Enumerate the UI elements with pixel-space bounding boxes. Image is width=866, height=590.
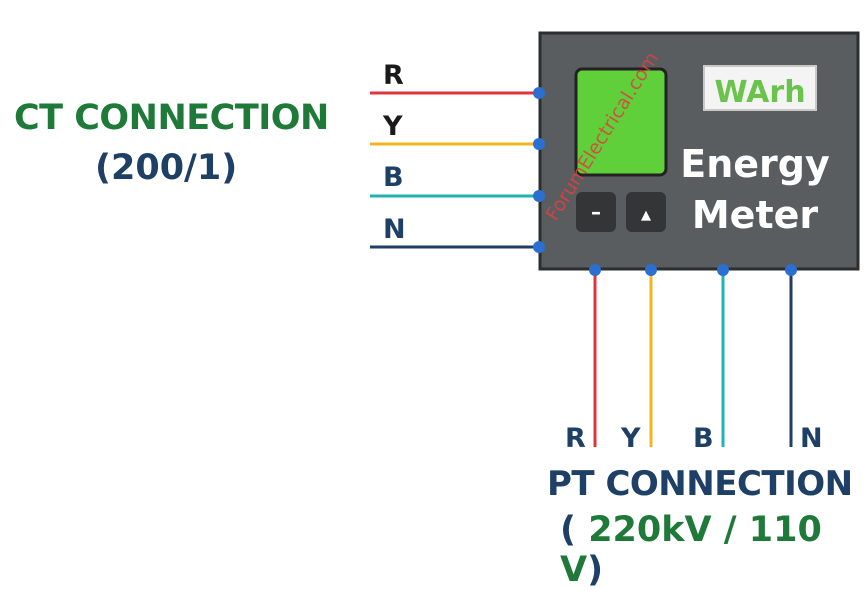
unit-label: WArh — [714, 75, 805, 110]
terminal-dot — [533, 87, 545, 99]
minus-button-label: – — [591, 200, 601, 224]
pt-terminals — [589, 264, 797, 276]
meter-name-line1: Energy — [680, 142, 830, 186]
ct-wires — [370, 91, 539, 249]
pt-label-y: Y — [620, 423, 641, 454]
terminal-dot — [589, 264, 601, 276]
ct-ratio: (200/1) — [95, 148, 238, 188]
terminal-dot — [717, 264, 729, 276]
pt-label-n: N — [800, 423, 823, 454]
pt-rating-line: ( 220kV / 110 V) — [560, 510, 866, 590]
up-button-label: ▲ — [641, 208, 651, 223]
minus-button[interactable] — [576, 192, 616, 232]
pt-connection-title: PT CONNECTION — [547, 464, 853, 504]
ct-terminals — [533, 87, 545, 253]
terminal-dot — [785, 264, 797, 276]
ct-label-r: R — [383, 60, 404, 91]
meter-display — [574, 67, 668, 177]
up-button[interactable] — [626, 192, 666, 232]
wiring-diagram: R Y B N R Y B N WArh Energy Meter – ▲ — [370, 31, 860, 454]
pt-wires — [593, 270, 793, 447]
meter-name-line2: Meter — [692, 193, 819, 237]
unit-label-box — [703, 65, 817, 111]
pt-open-paren: ( — [560, 510, 576, 550]
ct-label-y: Y — [382, 111, 403, 142]
pt-label-r: R — [565, 423, 586, 454]
energy-meter: WArh Energy Meter – ▲ — [538, 31, 860, 271]
pt-close-paren: ) — [587, 550, 604, 590]
terminal-dot — [645, 264, 657, 276]
ct-connection-title: CT CONNECTION — [14, 98, 329, 138]
terminal-dot — [533, 190, 545, 202]
pt-label-b: B — [693, 423, 714, 454]
ct-label-n: N — [383, 214, 406, 245]
ct-label-b: B — [383, 162, 404, 193]
terminal-dot — [533, 241, 545, 253]
terminal-dot — [533, 138, 545, 150]
